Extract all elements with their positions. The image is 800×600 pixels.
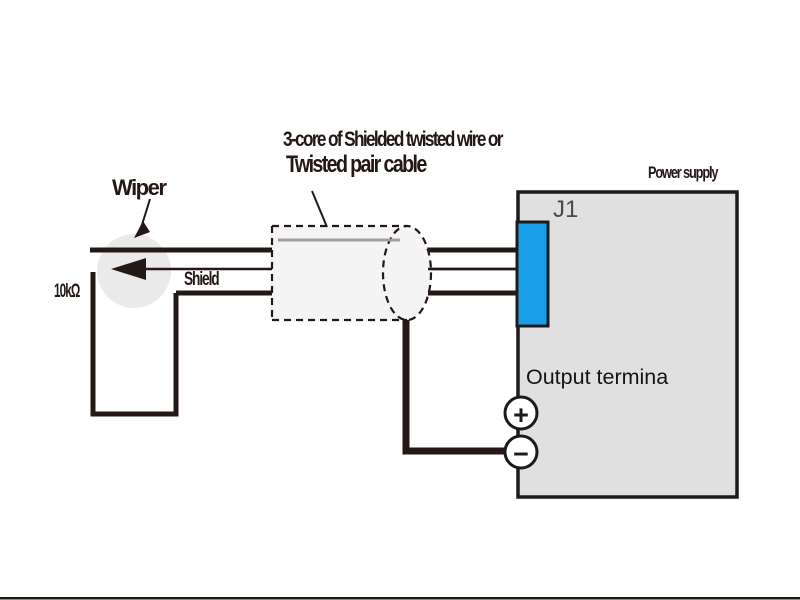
plus-terminal-circle — [503, 395, 539, 431]
plus-terminal: + — [503, 395, 539, 431]
wiper-label: Wiper — [112, 175, 167, 200]
j1-connector — [515, 220, 550, 328]
plus-icon: + — [513, 400, 529, 430]
output-terminal-label: Output termina — [526, 365, 669, 389]
wiper-arrow-icon — [111, 258, 146, 280]
cable-note-leader-line — [311, 190, 328, 228]
wire-pot-jumper — [90, 272, 179, 417]
cable-note-line2: Twisted pair cable — [286, 151, 427, 178]
minus-terminal: − — [503, 434, 539, 470]
shield-wire-label: Shield — [184, 269, 220, 290]
cable-shield — [270, 224, 433, 322]
device-name-label: Power supply — [648, 163, 719, 182]
wire-to-minus-terminal — [402, 295, 506, 455]
minus-icon: − — [513, 439, 529, 469]
pot-value-label: 10kΩ — [54, 281, 80, 302]
j1-label: J1 — [553, 196, 579, 223]
device-box — [516, 190, 739, 499]
wiper-leader-arrow-icon — [134, 221, 150, 238]
cable-note-line1: 3-core of Shielded twisted wire or — [283, 128, 504, 151]
figure-bottom-border — [0, 597, 800, 600]
minus-terminal-circle — [503, 434, 539, 470]
